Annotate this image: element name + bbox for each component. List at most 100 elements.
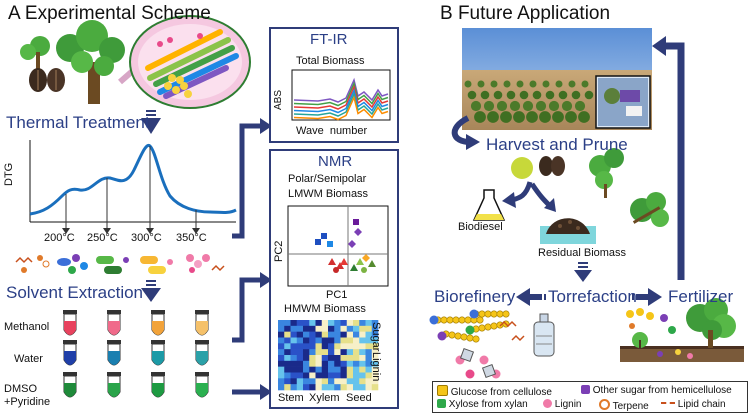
heatmap-cell (371, 378, 379, 385)
heatmap-cell (328, 378, 335, 385)
heatmap-cell (365, 349, 373, 356)
chain-unit (472, 335, 480, 343)
heatmap-cell (284, 355, 291, 362)
biodiesel-flask-icon (472, 189, 506, 221)
seeds-icon (29, 68, 65, 92)
heatmap-cell (353, 360, 360, 367)
nmr-group-label-1: Polar/Semipolar (288, 173, 367, 185)
heatmap-cell (303, 360, 310, 367)
pca-point (315, 239, 321, 245)
heatmap-cell (303, 372, 310, 379)
pentagon-green-icon (437, 399, 446, 408)
arrow-torrefaction-down (574, 262, 592, 282)
torrefaction-label: Torrefaction (548, 287, 637, 306)
ftir-subtitle: Total Biomass (296, 55, 365, 67)
heatmap-seed-label: Seed (346, 392, 372, 404)
heatmap-cell (340, 349, 348, 356)
ftir-spectrum-line (293, 91, 389, 117)
heatmap-cell (328, 343, 335, 350)
heatmap-cell (334, 320, 341, 327)
heatmap-cell (290, 343, 298, 350)
heatmap-cell (290, 331, 298, 338)
harvest-label: Harvest and Prune (486, 135, 628, 154)
heatmap-cell (290, 320, 298, 327)
heatmap-cell (353, 378, 360, 385)
legend-label: Lipid chain (677, 399, 726, 410)
heatmap-cell (290, 349, 298, 356)
heatmap-cell (309, 360, 316, 367)
heatmap-cell (328, 331, 335, 338)
residual-biomass-label: Residual Biomass (538, 247, 627, 259)
pca-point (362, 254, 370, 262)
heatmap-cell (353, 372, 360, 379)
heatmap-cell (334, 349, 341, 356)
heatmap-cell (284, 325, 291, 332)
pca-point (336, 262, 344, 269)
field-plant (542, 80, 550, 88)
pca-point (356, 258, 364, 265)
heatmap-cell (334, 384, 341, 391)
chain-unit (484, 323, 492, 331)
heatmap-cell (315, 384, 323, 391)
heatmap-cell (303, 384, 310, 391)
solvent-extraction-label: Solvent Extraction (6, 283, 144, 302)
heatmap-cell (340, 378, 348, 385)
field-plant (548, 100, 560, 112)
sugar-unit (437, 331, 447, 341)
heatmap-cell (359, 337, 366, 344)
heatmap-cell (346, 337, 354, 344)
field-plant (483, 100, 495, 112)
heatmap-cell (278, 337, 285, 344)
heatmap-cell (321, 320, 329, 327)
heatmap-cell (359, 360, 366, 367)
heatmap-cell (359, 349, 366, 356)
field-plant (529, 80, 537, 88)
chain-unit (490, 322, 498, 330)
heatmap-cell (353, 366, 360, 373)
heatmap-cell (284, 349, 291, 356)
test-tube (107, 340, 121, 366)
arrow-solvent-down (141, 280, 161, 302)
fertilizer-scene (620, 298, 744, 362)
heatmap-cell (303, 378, 310, 385)
test-tube (195, 340, 209, 366)
biorefinery-molecules (429, 309, 525, 379)
chain-unit (440, 316, 448, 324)
heatmap-cell (353, 331, 360, 338)
molecule-legend: Glucose from cellulose Other sugar from … (432, 381, 748, 413)
heatmap-cell (359, 331, 366, 338)
field-plant (490, 80, 498, 88)
pca-point (353, 219, 359, 225)
heatmap-cell (303, 331, 310, 338)
chain-unit (490, 310, 498, 318)
heatmap-cell (309, 331, 316, 338)
return-arrow (652, 36, 685, 280)
ftir-spectrum-line (293, 88, 389, 114)
heatmap-cell (346, 360, 354, 367)
ftir-xlabel: Wave number (296, 125, 368, 137)
heatmap-cell (353, 384, 360, 391)
heatmap-cell (365, 320, 373, 327)
heatmap-cell (346, 378, 354, 385)
ftir-spectrum-line (293, 81, 389, 107)
heatmap-cell (278, 355, 285, 362)
heatmap-cell (278, 384, 285, 391)
harvest-curve-arrow (451, 115, 480, 150)
residual-biomass-icon (540, 218, 596, 244)
heatmap-cell (334, 355, 341, 362)
heatmap-cell (346, 331, 354, 338)
heatmap-cell (284, 320, 291, 327)
heatmap-cell (340, 320, 348, 327)
pca-point (327, 241, 333, 247)
heatmap-cell (359, 343, 366, 350)
heatmap-cell (290, 384, 298, 391)
heatmap-cell (371, 320, 379, 327)
lignin-unit (479, 355, 489, 365)
solvent-dmso-pyridine: DMSO +Pyridine (4, 383, 51, 408)
heatmap-cell (359, 384, 366, 391)
field-plant (581, 80, 589, 88)
chain-unit (448, 331, 456, 339)
heatmap-cell (315, 360, 323, 367)
heatmap-cell (340, 325, 348, 332)
heatmap-cell (309, 349, 316, 356)
